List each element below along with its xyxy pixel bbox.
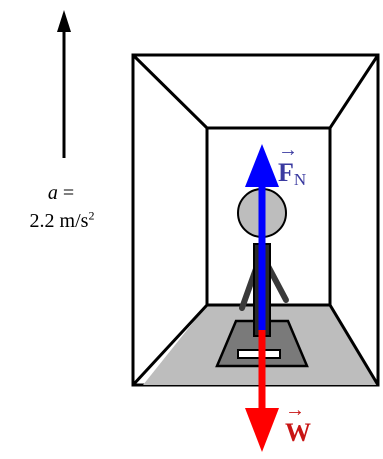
normal-force-letter: F xyxy=(278,158,294,187)
weight-letter: W xyxy=(285,418,311,447)
weight-arrowhead xyxy=(245,408,279,452)
weight-label: → W xyxy=(285,400,311,447)
perspective-line-bottom-left xyxy=(131,303,209,387)
perspective-line-top-right xyxy=(328,54,380,129)
acceleration-label: a = xyxy=(16,180,106,206)
acceleration-arrowhead xyxy=(57,10,71,32)
weight-vector-arrow: → xyxy=(285,399,305,421)
acceleration-value-label: 2.2 m/s2 xyxy=(8,208,116,234)
normal-force-vector-arrow: → xyxy=(278,139,298,161)
acceleration-symbol: a xyxy=(47,182,58,204)
perspective-line-bottom-right xyxy=(328,304,380,386)
acceleration-exponent: 2 xyxy=(88,208,95,223)
acceleration-unit: m/s xyxy=(59,210,89,232)
normal-force-subscript: N xyxy=(293,170,307,189)
perspective-line-top-left xyxy=(131,53,209,130)
acceleration-equals: = xyxy=(62,182,75,204)
normal-force-label: → FN xyxy=(278,140,307,189)
normal-force-arrowhead xyxy=(245,144,279,187)
acceleration-value: 2.2 xyxy=(29,210,55,232)
